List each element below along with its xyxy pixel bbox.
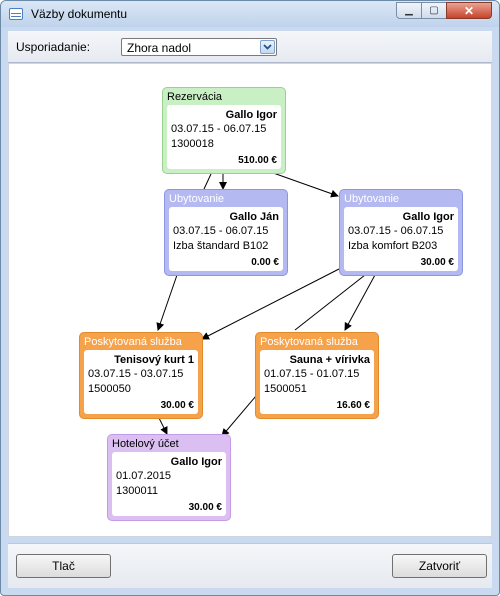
node-document-number: 1300011: [116, 485, 159, 497]
node-amount: 30.00 €: [420, 257, 454, 268]
node-type-label: Poskytovaná služba: [84, 336, 182, 348]
node-document-number: 1500051: [264, 383, 307, 395]
node-amount: 0.00 €: [251, 257, 279, 268]
print-button[interactable]: Tlač: [16, 554, 111, 578]
node-service-name: Tenisový kurt 1: [114, 354, 194, 366]
node-customer-name: Gallo Igor: [225, 109, 277, 121]
node-body: Gallo Igor 03.07.15 - 06.07.15 Izba komf…: [344, 207, 458, 271]
node-date-range: 03.07.15 - 06.07.15: [348, 225, 444, 237]
node-amount: 16.60 €: [336, 400, 370, 411]
toolbar: Usporiadanie: Zhora nadol: [8, 31, 492, 63]
node-type-label: Poskytovaná služba: [260, 336, 358, 348]
edge-ubytovanie1-sluzba1: [156, 274, 178, 331]
node-amount: 30.00 €: [160, 400, 194, 411]
edge-ubytovanie2-sluzba2-b: [344, 274, 376, 331]
edge-sluzba1-ucet: [158, 417, 168, 435]
maximize-icon: ▢: [429, 5, 439, 16]
node-amount: 30.00 €: [188, 502, 222, 513]
minimize-icon: ▁: [405, 5, 413, 16]
node-service-name: Sauna + vírivka: [289, 354, 370, 366]
close-button[interactable]: Zatvoriť: [392, 554, 487, 578]
node-sluzba-2[interactable]: Poskytovaná služba Sauna + vírivka 01.07…: [255, 332, 379, 419]
edge-ubytovanie2-sluzba2-a: [294, 274, 366, 331]
edge-ubytovanie2-sluzba1: [201, 268, 340, 340]
node-body: Gallo Igor 03.07.15 - 06.07.15 1300018 5…: [167, 105, 281, 169]
sort-label: Usporiadanie:: [16, 40, 91, 54]
document-graph: Rezervácia Gallo Igor 03.07.15 - 06.07.1…: [8, 63, 492, 537]
close-window-button[interactable]: ✕: [446, 2, 492, 19]
node-body: Sauna + vírivka 01.07.15 - 01.07.15 1500…: [260, 350, 374, 414]
node-type-label: Rezervácia: [167, 91, 223, 103]
node-ubytovanie-2[interactable]: Ubytovanie Gallo Igor 03.07.15 - 06.07.1…: [339, 189, 463, 276]
node-type-label: Ubytovanie: [344, 193, 400, 205]
node-type-label: Ubytovanie: [169, 193, 225, 205]
node-body: Tenisový kurt 1 03.07.15 - 03.07.15 1500…: [84, 350, 198, 414]
minimize-button[interactable]: ▁: [396, 2, 422, 19]
title-bar[interactable]: Väzby dokumentu ▁ ▢ ✕: [1, 1, 499, 27]
window-title: Väzby dokumentu: [31, 7, 128, 21]
node-body: Gallo Igor 01.07.2015 1300011 30.00 €: [112, 452, 226, 516]
node-type-label: Hotelový účet: [112, 438, 179, 450]
node-customer-name: Gallo Igor: [402, 211, 454, 223]
node-rezervacia[interactable]: Rezervácia Gallo Igor 03.07.15 - 06.07.1…: [162, 87, 286, 174]
node-date: 01.07.2015: [116, 470, 172, 482]
sort-select[interactable]: Zhora nadol: [121, 38, 277, 56]
node-date-range: 03.07.15 - 03.07.15: [88, 368, 184, 380]
node-body: Gallo Ján 03.07.15 - 06.07.15 Izba štand…: [169, 207, 283, 271]
node-customer-name: Gallo Ján: [229, 211, 279, 223]
node-customer-name: Gallo Igor: [170, 456, 222, 468]
node-document-number: 1500050: [88, 383, 131, 395]
node-date-range: 03.07.15 - 06.07.15: [173, 225, 269, 237]
close-icon: ✕: [463, 3, 475, 18]
node-document-number: 1300018: [171, 138, 214, 150]
node-ubytovanie-1[interactable]: Ubytovanie Gallo Ján 03.07.15 - 06.07.15…: [164, 189, 288, 276]
node-hotelovy-ucet[interactable]: Hotelový účet Gallo Igor 01.07.2015 1300…: [107, 434, 231, 521]
node-amount: 510.00 €: [238, 155, 277, 166]
edge-rezervacia-ubytovanie1-b: [203, 173, 212, 190]
maximize-button[interactable]: ▢: [421, 2, 447, 19]
sort-select-value: Zhora nadol: [127, 41, 192, 55]
node-room: Izba komfort B203: [348, 240, 438, 252]
footer-bar: Tlač Zatvoriť: [8, 543, 492, 588]
node-room: Izba štandard B102: [173, 240, 269, 252]
node-date-range: 01.07.15 - 01.07.15: [264, 368, 360, 380]
app-icon: [9, 8, 23, 20]
node-sluzba-1[interactable]: Poskytovaná služba Tenisový kurt 1 03.07…: [79, 332, 203, 419]
chevron-down-icon[interactable]: [260, 40, 275, 54]
node-date-range: 03.07.15 - 06.07.15: [171, 123, 267, 135]
